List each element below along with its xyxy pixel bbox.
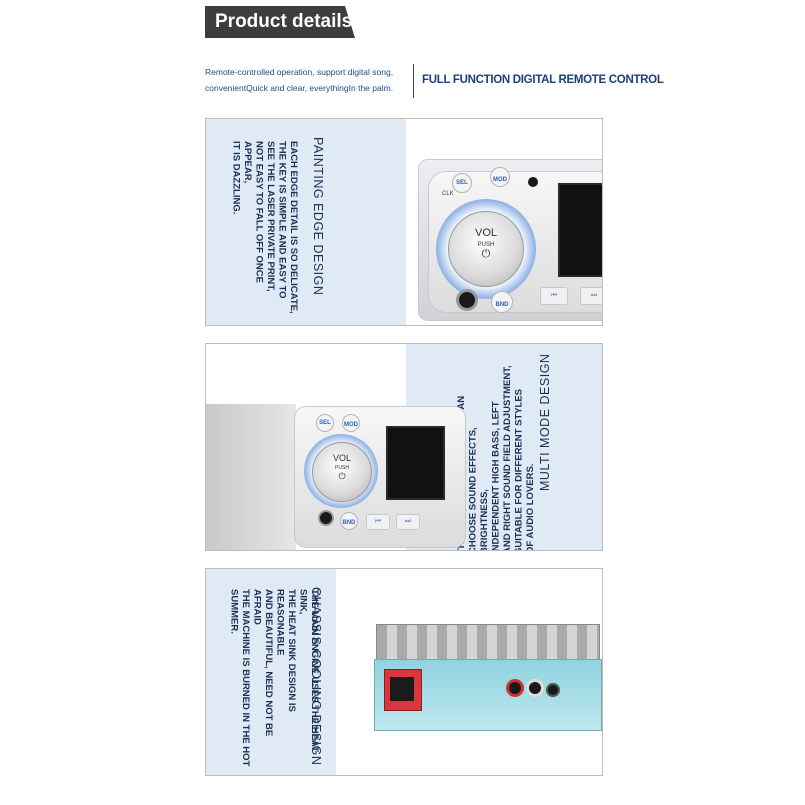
- radio-display: [386, 426, 445, 500]
- body-line: CHOOSE SOUND EFFECTS, BRIGHTNESS,: [467, 427, 491, 551]
- section-body: THE MAIN ENGINE USES THE HEAT SINK, THE …: [228, 589, 321, 771]
- text-background: [206, 119, 406, 325]
- page-title: Product details: [215, 11, 353, 32]
- heat-sink: [376, 624, 600, 660]
- section-title: MULTI MODE DESIGN: [538, 354, 552, 492]
- panel-painting-edge: PAINTING EDGE DESIGN EACH EDGE DETAIL IS…: [205, 118, 603, 326]
- ir-sensor: [528, 177, 538, 187]
- aux-jack: [318, 510, 334, 526]
- body-line: SUMMER.: [228, 589, 240, 634]
- panel-chassis-cooling: CHASSIS COOLING DESIGN THE MAIN ENGINE U…: [205, 568, 603, 776]
- clk-label: CLK: [442, 191, 454, 197]
- body-line: THE MACHINE IS BURNED IN THE HOT: [240, 589, 251, 767]
- next-track-button[interactable]: ⏭: [580, 287, 602, 305]
- next-track-button[interactable]: ⏭: [396, 514, 420, 530]
- section-title: CHASSIS COOLING DESIGN: [309, 587, 323, 766]
- sel-button[interactable]: SEL: [452, 173, 472, 193]
- intro-line: Remote-controlled operation, support dig…: [205, 67, 394, 77]
- antenna-socket: [546, 683, 560, 697]
- body-line: IT IS DAZZLING.: [230, 141, 242, 215]
- body-line: THE KEY IS SIMPLE AND EASY TO: [276, 141, 288, 299]
- body-line: NOT EASY TO FALL OFF ONCE APPEAR,: [242, 141, 265, 283]
- text-background: [206, 569, 336, 775]
- panel-multi-mode: MULTI MODE DESIGN THE KNOBS MULTI-MODE E…: [205, 343, 603, 551]
- bnd-button[interactable]: BND: [491, 291, 513, 313]
- body-line: THE HEAT SINK DESIGN IS REASONABLE: [274, 589, 298, 712]
- section-body: EACH EDGE DETAIL IS SO DELICATE, THE KEY…: [230, 141, 300, 321]
- body-line: AND BEAUTIFUL, NEED NOT BE AFRAID: [251, 589, 275, 737]
- power-icon: ⏻: [338, 471, 346, 481]
- rca-output: [506, 679, 524, 697]
- power-icon: ⏻: [481, 248, 491, 260]
- intro-text: Remote-controlled operation, support dig…: [205, 64, 405, 96]
- body-line: SUITABLE FOR DIFFERENT STYLES: [513, 388, 525, 551]
- section-title: PAINTING EDGE DESIGN: [311, 137, 325, 296]
- mod-button[interactable]: MOD: [490, 167, 510, 187]
- body-line: OF AUDIO LOVERS.: [525, 463, 536, 551]
- push-label: PUSH: [335, 465, 349, 471]
- vol-label: VOL: [474, 227, 497, 239]
- title-banner: Product details: [205, 6, 355, 38]
- section-heading: FULL FUNCTION DIGITAL REMOTE CONTROL: [422, 74, 664, 86]
- sel-button[interactable]: SEL: [316, 414, 334, 432]
- push-label: PUSH: [477, 242, 495, 248]
- mod-button[interactable]: MOD: [342, 414, 360, 432]
- body-line: SEE THE LASER PRIVATE PRINT,: [265, 141, 276, 292]
- body-line: EACH EDGE DETAIL IS SO DELICATE,: [288, 141, 299, 314]
- prev-track-button[interactable]: ⏮: [366, 514, 390, 530]
- rca-output: [526, 679, 544, 697]
- bnd-button[interactable]: BND: [340, 512, 358, 530]
- iso-socket: [390, 677, 414, 701]
- intro-line: convenientQuick and clear, everythingIn …: [205, 83, 394, 93]
- divider: [413, 64, 414, 98]
- volume-knob[interactable]: VOL PUSH ⏻: [312, 442, 372, 502]
- prev-track-button[interactable]: ⏮: [540, 287, 568, 305]
- body-line: THE MAIN ENGINE USES THE HEAT SINK,: [297, 589, 321, 752]
- chassis-side: [206, 404, 296, 550]
- body-line: AND RIGHT SOUND FIELD ADJUSTMENT,: [502, 365, 513, 551]
- body-line: INDEPENDENT HIGH BASS, LEFT: [490, 401, 502, 551]
- aux-jack: [456, 289, 478, 311]
- radio-display: [558, 183, 602, 277]
- vol-label: VOL: [332, 453, 351, 463]
- volume-knob[interactable]: VOL PUSH ⏻: [448, 211, 524, 287]
- section-body: THE KNOBS MULTI-MODE EQ CAN CHOOSE SOUND…: [456, 364, 537, 551]
